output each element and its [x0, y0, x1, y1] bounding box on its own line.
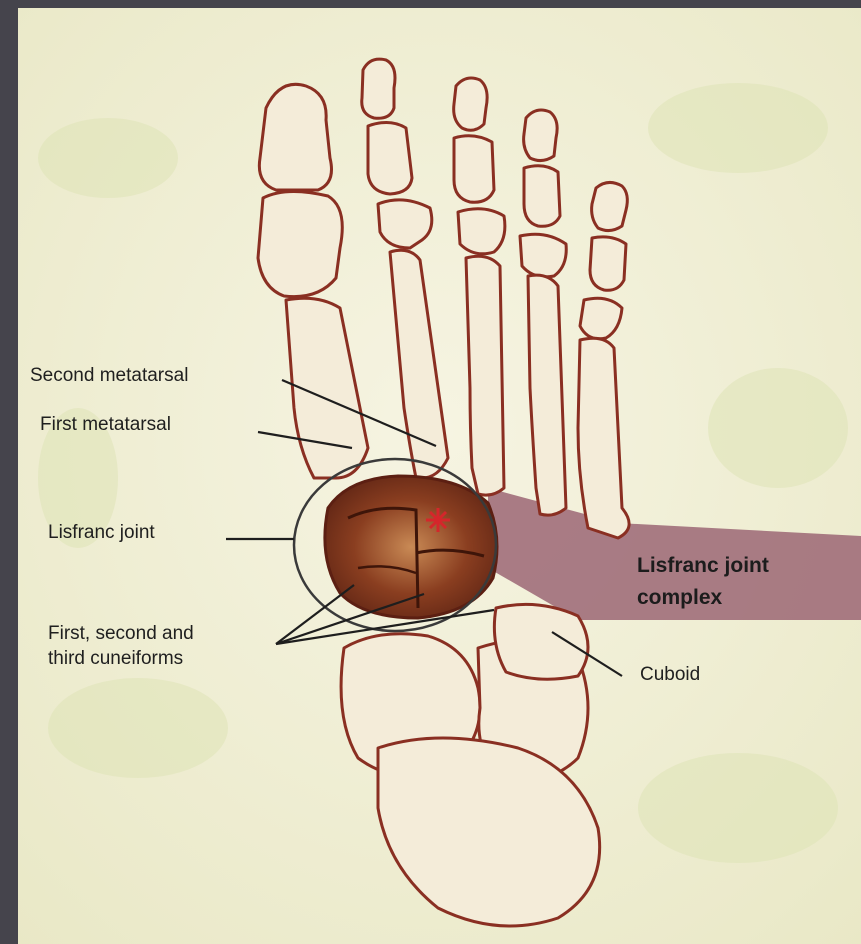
label-cuneiforms-line2: third cuneiforms [48, 647, 183, 670]
frame-border-top [0, 0, 861, 8]
label-lisfranc-joint: Lisfranc joint [48, 521, 155, 544]
label-complex-line2: complex [637, 584, 722, 611]
label-second-metatarsal: Second metatarsal [30, 364, 188, 387]
label-cuboid: Cuboid [640, 663, 700, 686]
foot-anatomy-illustration [18, 8, 861, 944]
frame-border-left [0, 0, 18, 944]
label-complex-line1: Lisfranc joint [637, 552, 769, 579]
label-cuneiforms-line1: First, second and [48, 622, 194, 645]
lisfranc-joint-highlight [325, 476, 497, 618]
label-first-metatarsal: First metatarsal [40, 413, 171, 436]
